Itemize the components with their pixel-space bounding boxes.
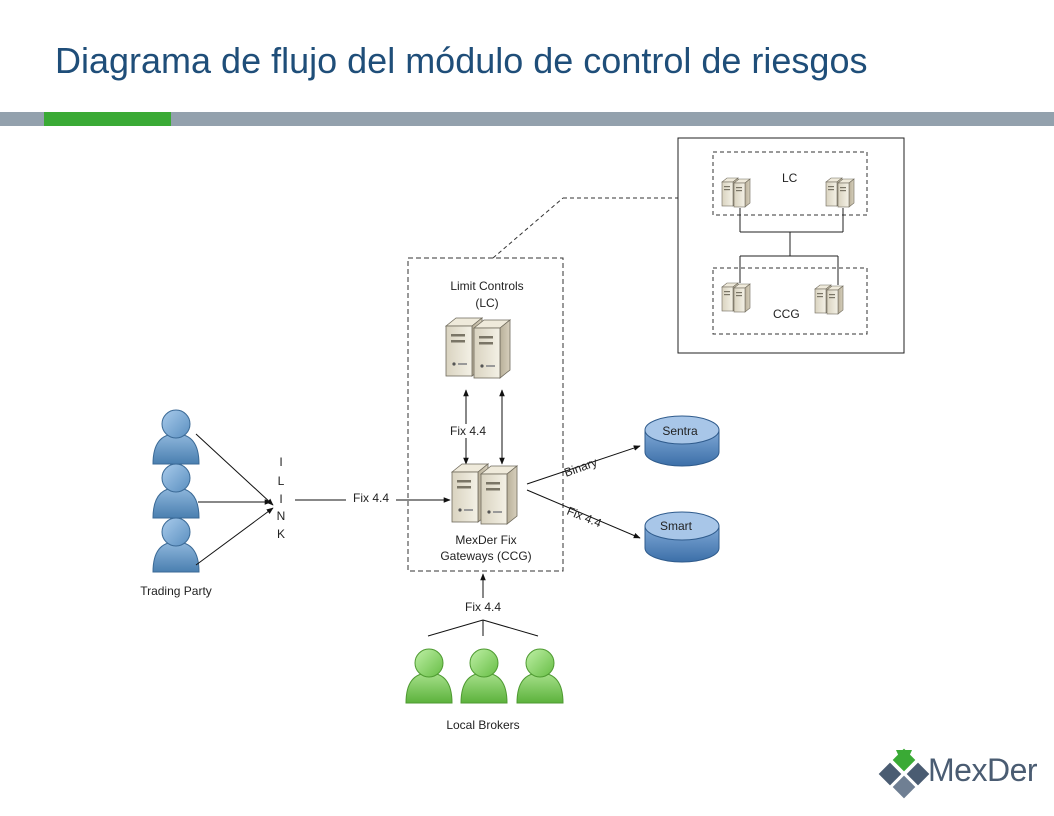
ilink-letter: L	[278, 474, 285, 488]
inset-frame	[677, 137, 905, 354]
lc-label-2: (LC)	[475, 296, 498, 310]
brokers-line-right	[482, 619, 539, 637]
trading-party-person-icon	[152, 409, 200, 465]
trading-party-person-icon	[152, 463, 200, 519]
local-broker-person-icon	[460, 648, 508, 704]
local-broker-person-icon	[516, 648, 564, 704]
inset-connectors	[739, 208, 844, 285]
sentra-database-icon	[644, 415, 720, 467]
trading-party-person-icon	[152, 517, 200, 573]
ilink-letter: I	[279, 492, 282, 506]
ccg-server-icon	[451, 463, 518, 525]
tp-arrow-3	[195, 507, 274, 566]
sentra-label: Sentra	[662, 424, 698, 438]
ilink-letter: K	[277, 527, 285, 541]
inset-lc-group	[712, 151, 868, 216]
inset-connector	[492, 197, 564, 259]
local-broker-person-icon	[405, 648, 453, 704]
mexder-logo-text: MexDer	[928, 752, 1038, 788]
ccg-boundary	[407, 257, 564, 572]
ccg-label-1: MexDer Fix	[455, 533, 516, 547]
ccg-sentra-arrow	[526, 445, 641, 485]
smart-database-icon	[644, 511, 720, 563]
lc-server-icon	[445, 317, 511, 379]
inset-ccg-server-icon	[721, 282, 751, 313]
lc-label-1: Limit Controls	[450, 279, 523, 293]
binary-label: Binary	[562, 455, 599, 480]
inset-ccg-label: CCG	[773, 307, 800, 321]
page-title: Diagrama de flujo del módulo de control …	[55, 40, 868, 81]
fix-lc-label: Fix 4.4	[450, 424, 486, 438]
local-brokers-label: Local Brokers	[446, 718, 519, 732]
ilink-letter: N	[277, 509, 286, 523]
inset-lc-server-icon	[721, 177, 751, 208]
inset-lc-server-icon	[825, 177, 855, 208]
trading-party-label: Trading Party	[140, 584, 212, 598]
fix-smart-label: Fix 4.4	[565, 504, 604, 531]
mexder-logo-icon	[878, 748, 930, 799]
fix-brokers-label: Fix 4.4	[465, 600, 501, 614]
brokers-line-left	[427, 619, 484, 637]
inset-ccg-group	[712, 267, 868, 335]
ccg-smart-arrow	[526, 489, 641, 539]
header-bar-accent	[44, 112, 171, 126]
header-bar	[0, 112, 1054, 126]
fix-ilink-label: Fix 4.4	[353, 491, 389, 505]
ilink-letter: I	[279, 455, 282, 469]
tp-arrow-1	[195, 433, 274, 506]
inset-lc-label: LC	[782, 171, 798, 185]
inset-ccg-server-icon	[814, 284, 844, 315]
ccg-label-2: Gateways (CCG)	[440, 549, 531, 563]
smart-label: Smart	[660, 519, 693, 533]
